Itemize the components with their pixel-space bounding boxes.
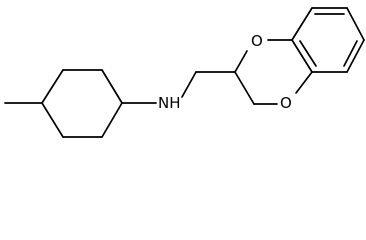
bond-cyclohexane-3 <box>101 69 123 104</box>
atom-label-oxygen-bottom: O <box>280 94 292 112</box>
bond-benzene-double-1 <box>299 40 317 67</box>
bond-dioxane-c2-o1 <box>234 50 248 73</box>
benzene-ring <box>291 7 365 73</box>
bond-benzene-4 <box>346 7 365 41</box>
bond-benzene-6 <box>291 7 313 41</box>
atom-label-oxygen-top: O <box>251 32 263 50</box>
bond-dioxane-c2-c3 <box>234 71 255 105</box>
bond-benzene-1 <box>291 39 313 73</box>
cyclohexane-ring <box>41 69 123 138</box>
bond-dioxane-o4-c4a <box>295 71 313 94</box>
bond-cyclohexane-6 <box>41 102 64 138</box>
chemical-structure-diagram: NH O O <box>4 7 365 138</box>
bond-cyclohexane-4 <box>101 102 123 138</box>
bond-cyclohexane-1 <box>41 69 64 104</box>
bond-nitrogen-to-methylene <box>181 71 197 98</box>
dioxane-ring <box>234 39 313 105</box>
bond-benzene-3 <box>346 39 365 73</box>
atom-label-nitrogen: NH <box>158 94 181 112</box>
bond-benzene-double-2 <box>343 40 358 67</box>
